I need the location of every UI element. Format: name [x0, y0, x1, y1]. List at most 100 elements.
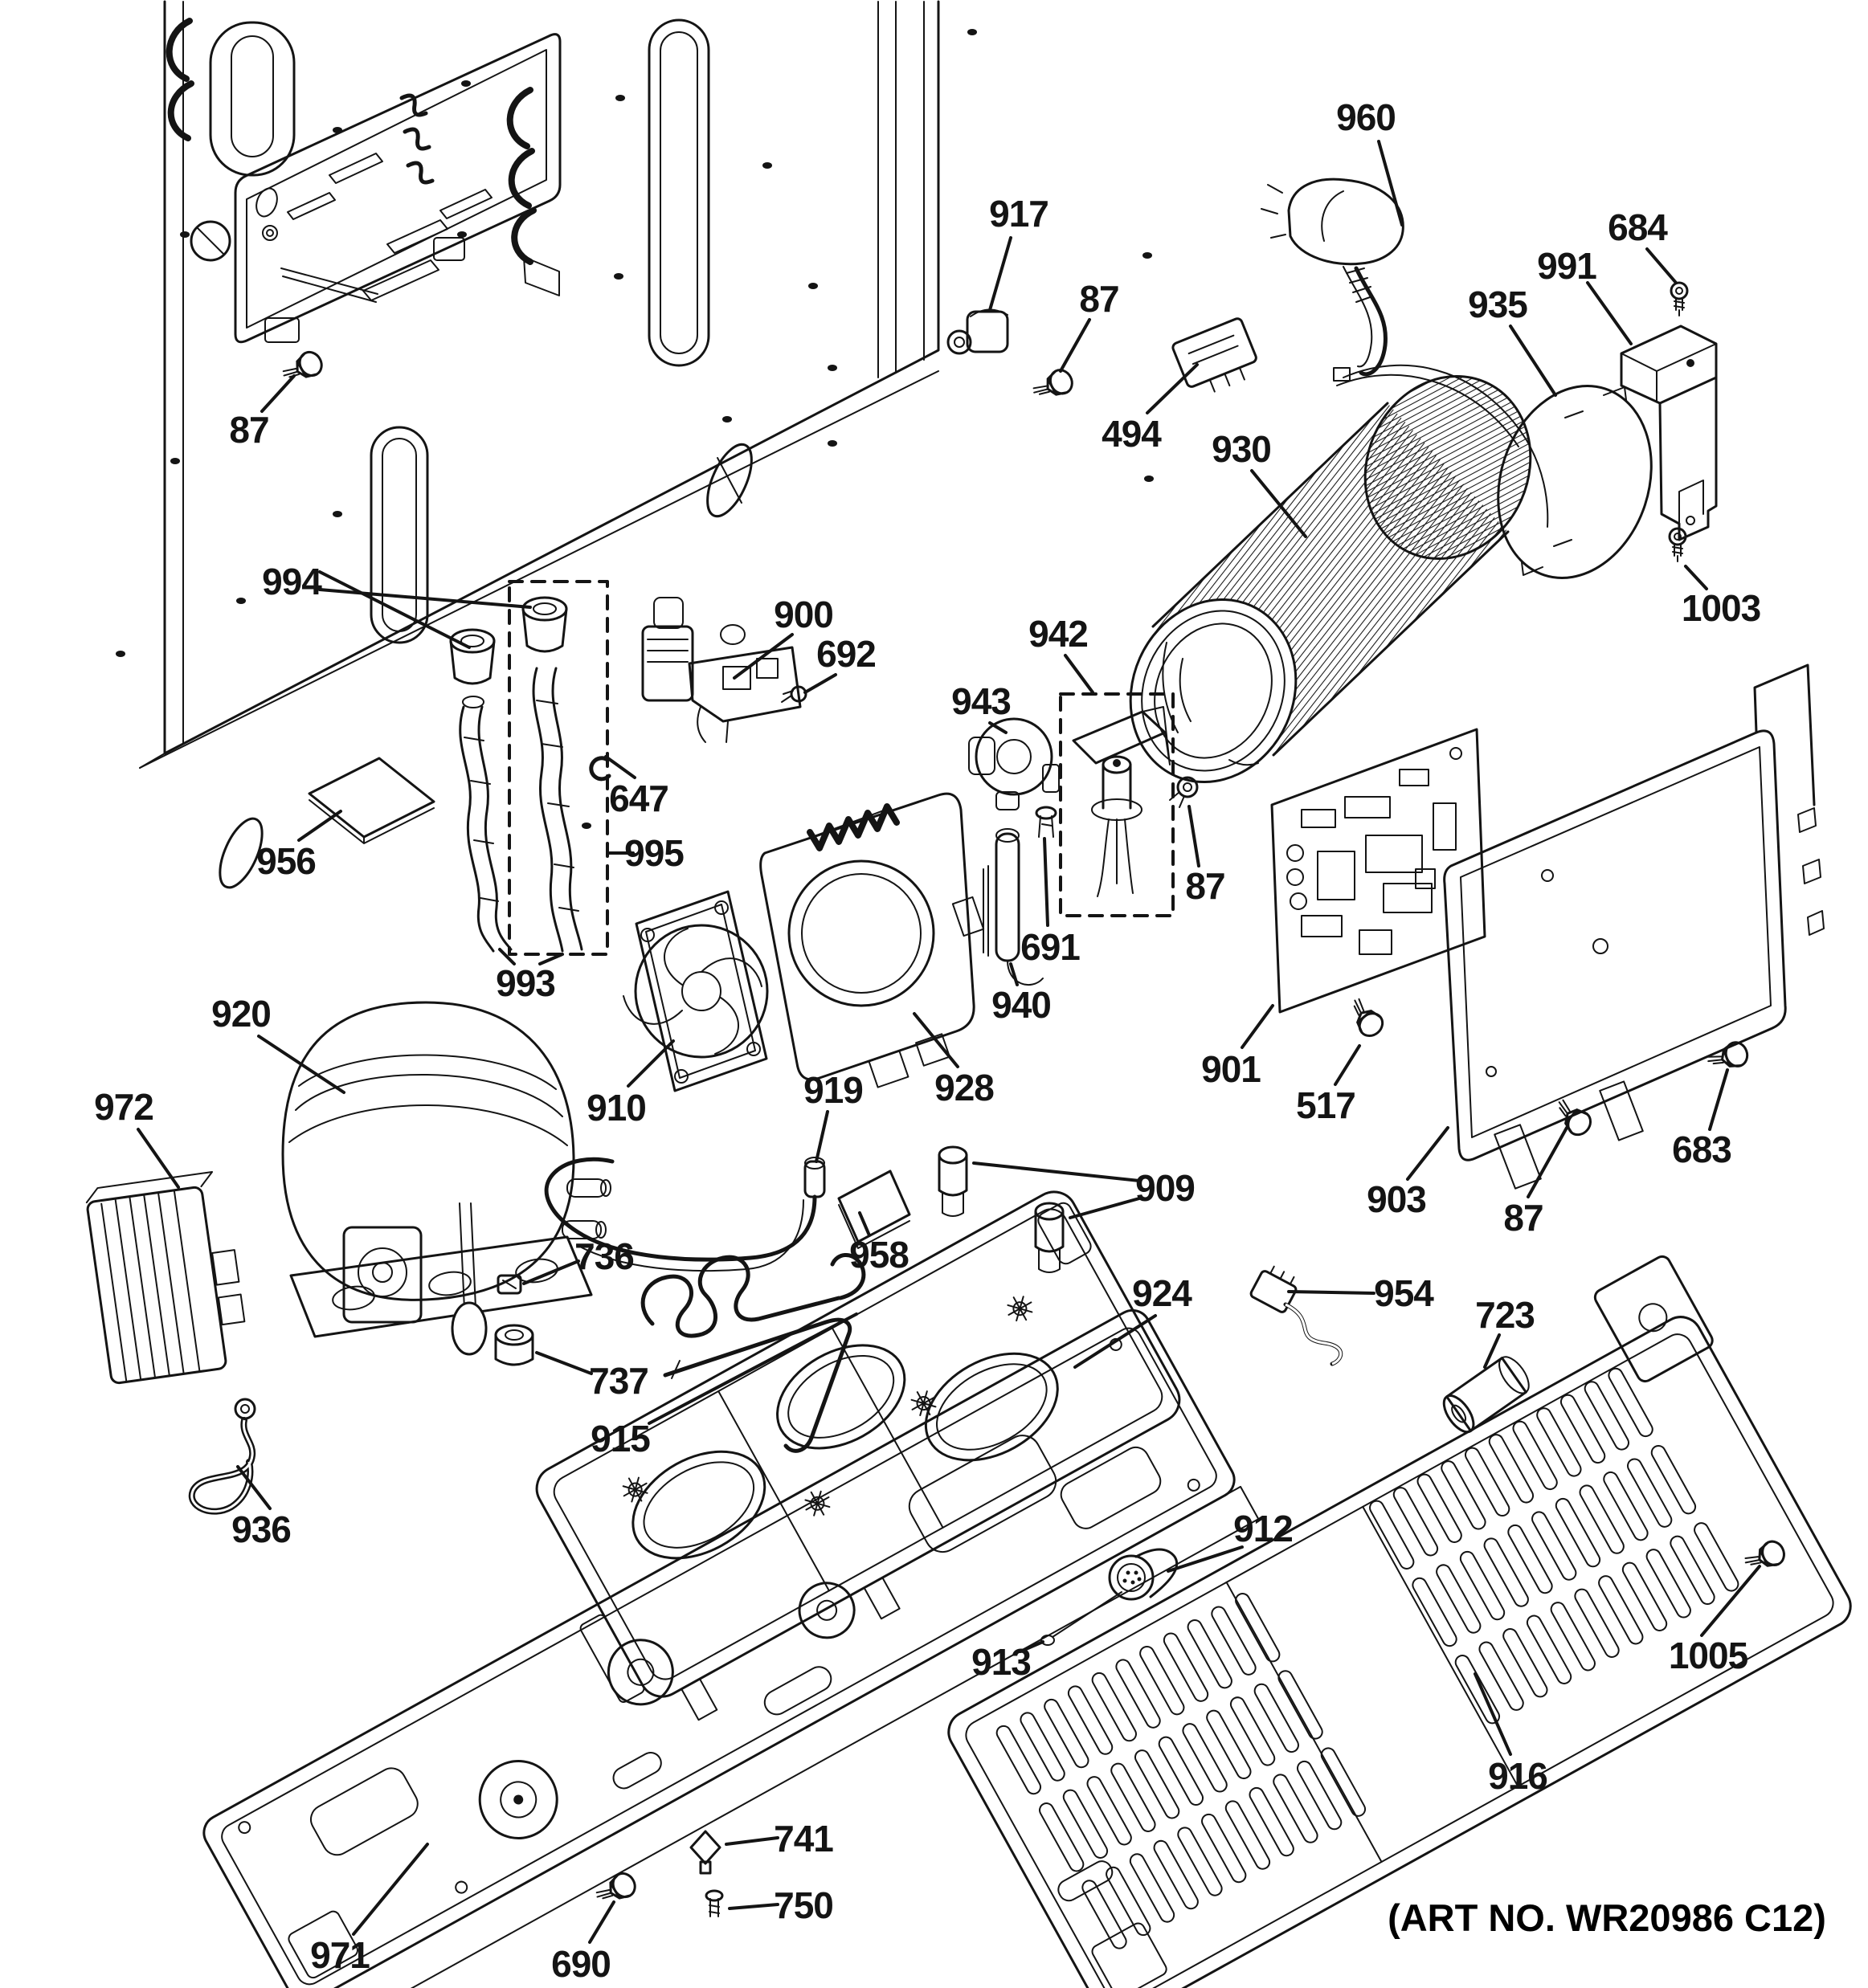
- panel-slots: [190, 18, 753, 889]
- damper-motor-912: [1040, 1548, 1179, 1646]
- drain-tube-919: [544, 1157, 826, 1272]
- part-label-936: 936: [231, 1508, 291, 1550]
- leader-line-928: [913, 1012, 959, 1068]
- defrost-heater-915: [640, 1253, 866, 1453]
- vent-slot: [1211, 1606, 1257, 1676]
- vent-slot: [1277, 1670, 1323, 1740]
- vent-slot: [1153, 1839, 1199, 1910]
- part-label-956: 956: [256, 840, 316, 882]
- vent-slot: [1091, 1672, 1137, 1742]
- leader-line-736: [522, 1259, 580, 1285]
- leader-line-991: [1586, 281, 1633, 345]
- vent-slot: [1110, 1762, 1156, 1832]
- leader-line-901: [1241, 1004, 1274, 1049]
- part-label-691: 691: [1020, 926, 1080, 968]
- vent-slot: [1536, 1407, 1582, 1477]
- leader-line-994: [318, 588, 532, 609]
- vent-slot: [1273, 1774, 1318, 1843]
- part-label-993: 993: [496, 962, 555, 1004]
- part-label-972: 972: [94, 1086, 153, 1128]
- leader-line-912: [1167, 1545, 1244, 1573]
- vent-slot: [1129, 1853, 1175, 1923]
- part-label-991: 991: [1537, 245, 1596, 287]
- part-label-737: 737: [589, 1360, 648, 1402]
- part-label-994: 994: [262, 561, 322, 602]
- part-label-935: 935: [1468, 284, 1527, 325]
- screw-684: [1670, 281, 1689, 317]
- pad-956: [308, 757, 435, 844]
- leader-line-87: [1527, 1126, 1568, 1198]
- starter-943: [968, 717, 1060, 810]
- leader-line-930: [1250, 469, 1307, 538]
- leader-line-920: [257, 1035, 345, 1094]
- vent-slot: [1020, 1712, 1065, 1782]
- vent-slot: [1412, 1577, 1457, 1647]
- leader-line-994: [318, 570, 471, 649]
- vent-slot: [1177, 1827, 1223, 1896]
- bracket-991: [1620, 325, 1718, 541]
- leader-line-960: [1377, 140, 1404, 227]
- vent-slot: [1106, 1866, 1151, 1937]
- leader-line-993: [498, 948, 516, 965]
- vent-slot: [1086, 1776, 1132, 1846]
- art-number-note: (ART NO. WR20986 C12): [1388, 1896, 1826, 1939]
- part-label-971: 971: [310, 1934, 370, 1976]
- condenser-drum: [1129, 364, 1549, 784]
- part-label-924: 924: [1132, 1272, 1192, 1314]
- vent-slot: [1067, 1685, 1114, 1755]
- part-label-909: 909: [1135, 1167, 1195, 1209]
- vent-slot: [1555, 1497, 1601, 1568]
- clip-736: [497, 1274, 522, 1295]
- ground-wire-936: [188, 1398, 256, 1515]
- leader-line-943: [988, 721, 1008, 734]
- leader-line-87: [1187, 805, 1200, 867]
- vent-slot: [1526, 1614, 1572, 1684]
- vent-slot: [1584, 1381, 1630, 1451]
- part-label-919: 919: [803, 1069, 863, 1111]
- vent-slot: [1627, 1458, 1673, 1528]
- vent-slot: [1296, 1760, 1343, 1831]
- vent-slot: [1483, 1537, 1529, 1607]
- leader-line-936: [236, 1465, 272, 1510]
- leader-line-917: [988, 236, 1012, 312]
- part-label-683: 683: [1672, 1129, 1731, 1170]
- part-label-901: 901: [1201, 1048, 1261, 1090]
- vent-slot: [1392, 1487, 1439, 1557]
- screw-690: [591, 1868, 640, 1912]
- leader-line-909: [972, 1161, 1141, 1182]
- leader-line-915: [648, 1312, 858, 1425]
- leader-line-683: [1708, 1068, 1729, 1131]
- part-label-87: 87: [229, 409, 268, 451]
- back-panel: [116, 0, 1154, 889]
- leader-line-517: [1334, 1044, 1361, 1086]
- leader-line-910: [627, 1039, 675, 1088]
- screw-1005: [1740, 1537, 1789, 1578]
- vent-slot: [1081, 1880, 1127, 1949]
- vent-slot: [1512, 1420, 1558, 1491]
- plate-935: [1497, 385, 1653, 579]
- leader-line-87: [260, 374, 296, 413]
- vent-slot: [1574, 1588, 1620, 1658]
- vent-slot: [1235, 1593, 1281, 1663]
- part-label-995: 995: [624, 832, 684, 874]
- part-label-930: 930: [1212, 428, 1271, 470]
- part-label-942: 942: [1028, 613, 1088, 655]
- part-label-958: 958: [849, 1234, 909, 1276]
- screw-750: [705, 1889, 724, 1917]
- part-label-912: 912: [1233, 1508, 1293, 1549]
- pad-958: [837, 1170, 911, 1249]
- part-label-684: 684: [1608, 206, 1668, 248]
- screw-87-top: [1028, 365, 1077, 407]
- vent-slot: [1134, 1749, 1180, 1819]
- condenser-fan: [623, 890, 769, 1092]
- inverter-972: [85, 1171, 246, 1385]
- vent-slot: [1550, 1602, 1596, 1672]
- leader-line-916: [1474, 1672, 1512, 1756]
- leader-line-684: [1645, 247, 1678, 284]
- leader-line-919: [815, 1110, 829, 1163]
- vent-slot: [1187, 1619, 1232, 1689]
- wire-connector-494: [1171, 317, 1257, 393]
- vent-slot: [1603, 1471, 1649, 1541]
- part-label-943: 943: [951, 680, 1011, 722]
